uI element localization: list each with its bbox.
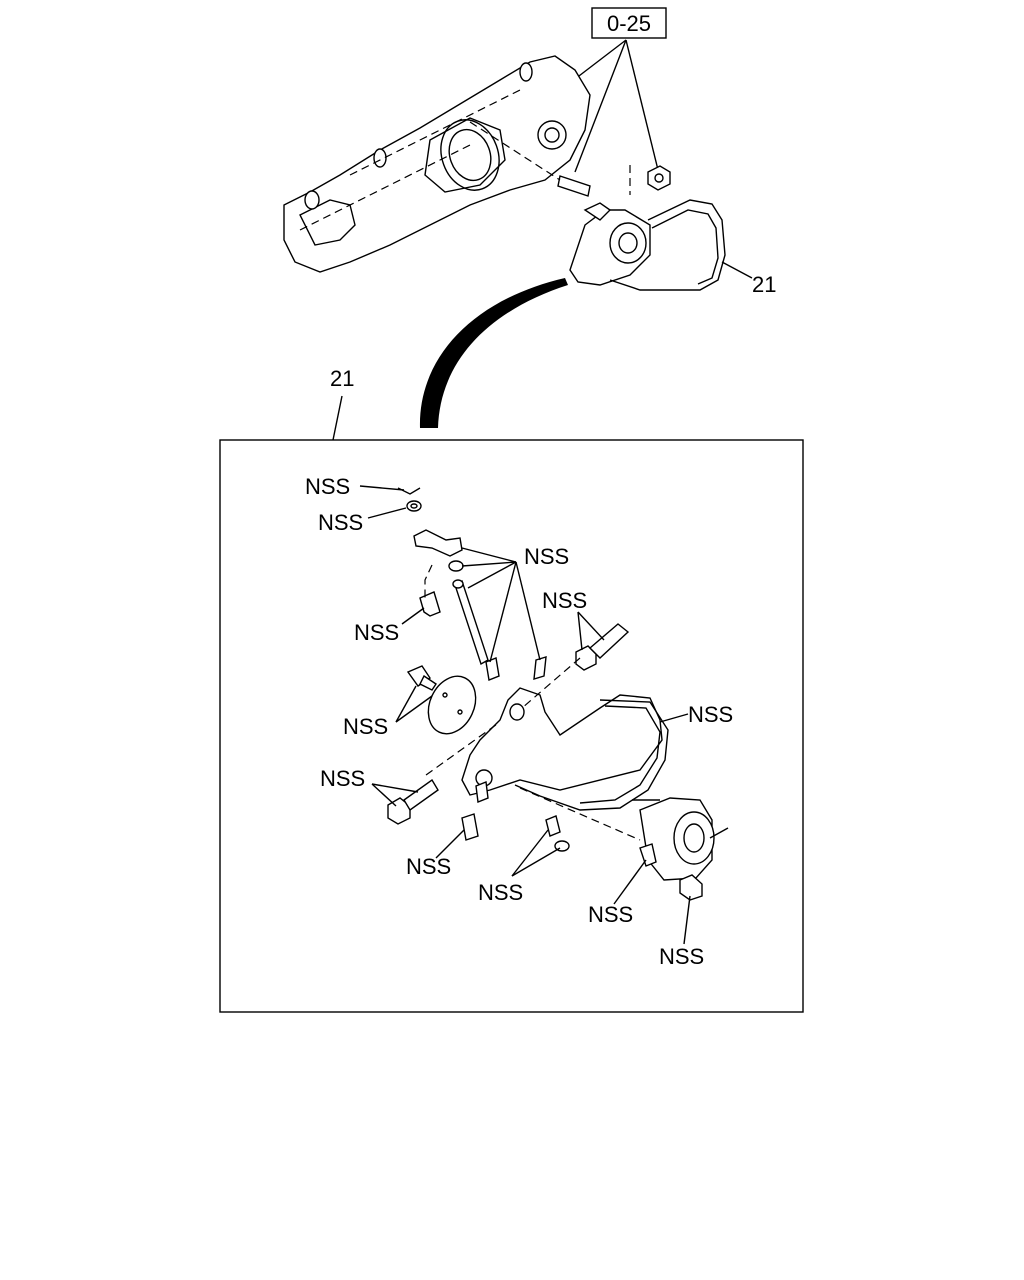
reference-box-label: 0-25 — [607, 11, 651, 36]
nss-labels: NSS NSS NSS NSS NSS NSS NSS NSS NSS NSS … — [305, 474, 733, 969]
reference-box[interactable]: 0-25 — [591, 7, 667, 39]
nss-label: NSS — [688, 702, 733, 727]
nss-label: NSS — [320, 766, 365, 791]
callout-arc — [419, 278, 568, 428]
detail-frame — [219, 439, 804, 1013]
stud-top — [469, 121, 591, 197]
nss-label: NSS — [542, 588, 587, 613]
egr-assembly-top — [569, 199, 726, 291]
nss-label: NSS — [354, 620, 399, 645]
detail-number-leader — [332, 395, 343, 441]
nss-label: NSS — [305, 474, 350, 499]
nss-label: NSS — [524, 544, 569, 569]
nss-leaders — [359, 485, 691, 945]
nss-label: NSS — [588, 902, 633, 927]
nut-top — [629, 165, 671, 195]
detail-parts — [387, 487, 729, 901]
nss-label: NSS — [659, 944, 704, 969]
nss-label: NSS — [343, 714, 388, 739]
assembly-number-leader — [721, 261, 753, 279]
nss-label: NSS — [478, 880, 523, 905]
assembly-number: 21 — [752, 272, 776, 297]
nss-label: NSS — [318, 510, 363, 535]
engine-manifold — [283, 55, 591, 273]
detail-number: 21 — [330, 366, 354, 391]
nss-label: NSS — [406, 854, 451, 879]
